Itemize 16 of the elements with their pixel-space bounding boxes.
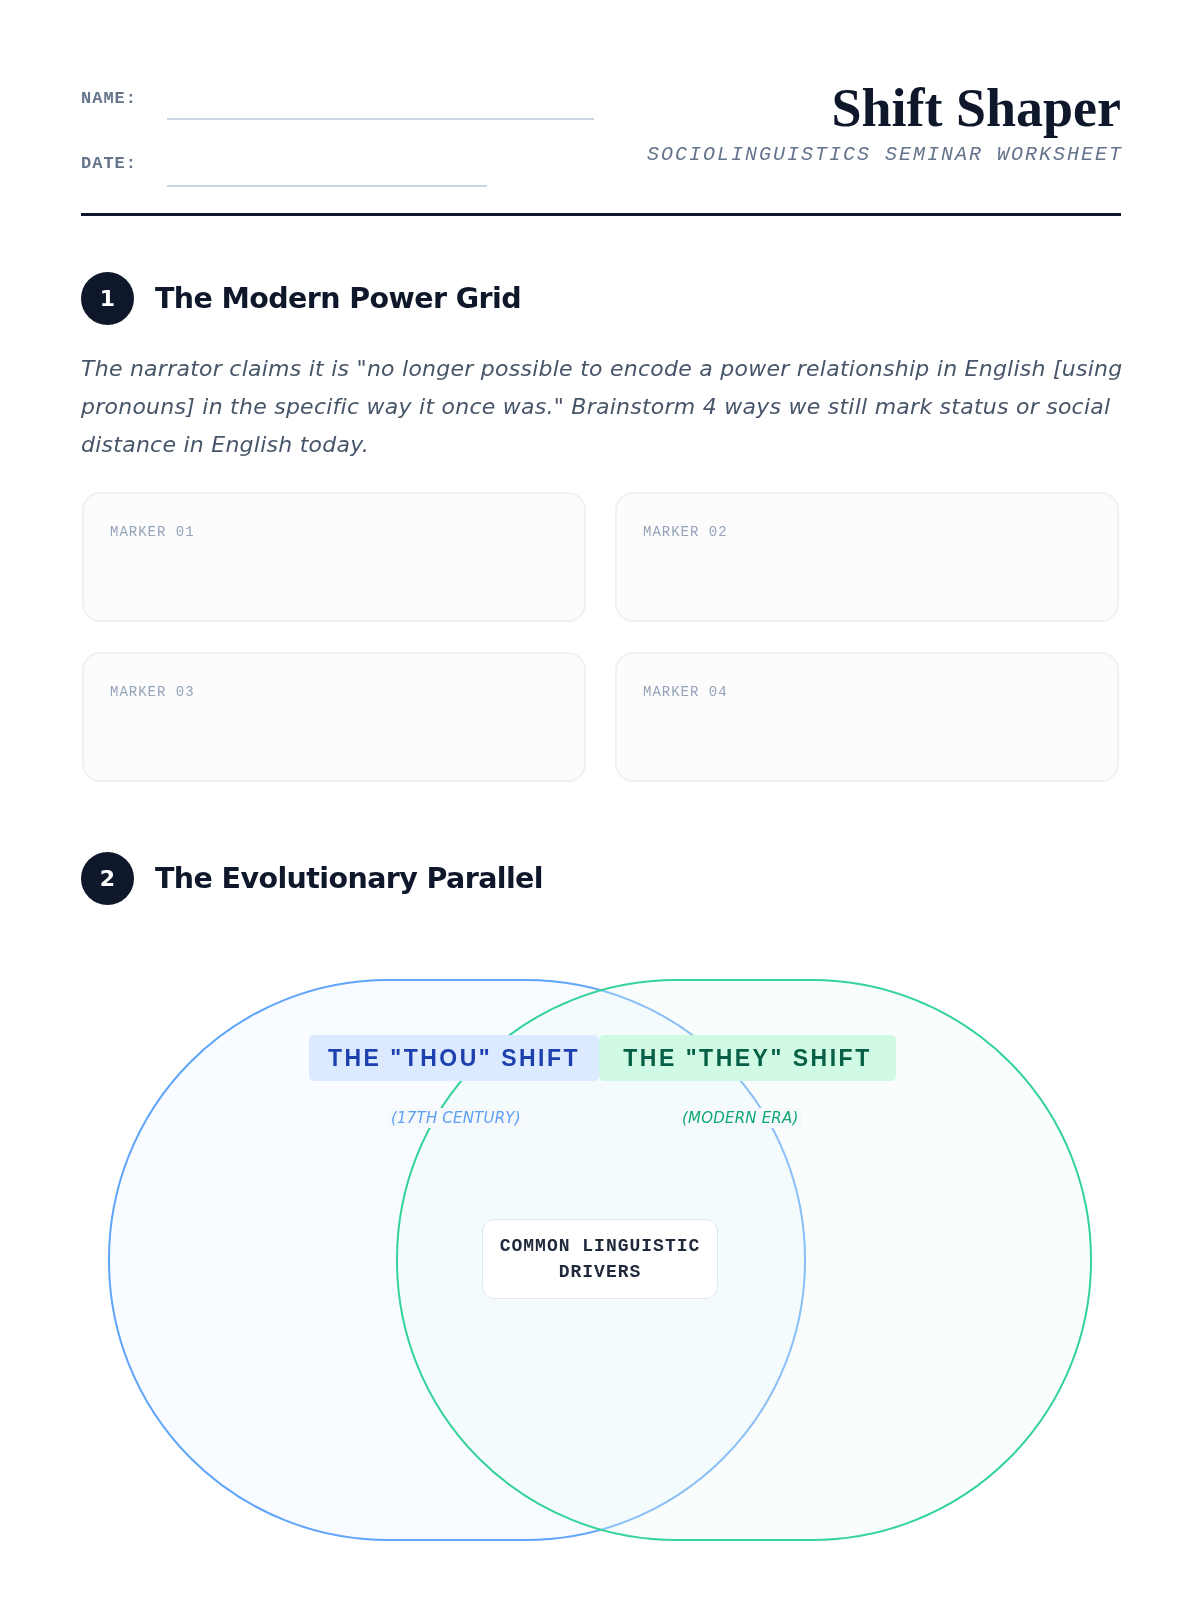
set-label: THE "THEY" SHIFT [599,1035,896,1081]
overlap-label: COMMON LINGUISTIC DRIVERS [482,1219,718,1299]
field-label: MARKER 04 [643,683,728,701]
section-heading: The Evolutionary Parallel [155,861,543,897]
number-badge: 2 [81,852,134,905]
section-heading: The Modern Power Grid [155,281,522,317]
worksheet-subtitle: SOCIOLINGUISTICS SEMINAR WORKSHEET [646,142,1123,168]
instructions-text: The narrator claims it is "no longer possible to encode a power relationship in English [using pronouns] in the specific way it once was." Brainstorm 4 ways we still mark status or social distance in English today. [81,355,1124,459]
set-label: THE "THOU" SHIFT [309,1035,599,1081]
field-label: MARKER 03 [110,683,195,701]
field-label: MARKER 01 [110,523,195,541]
field-label: MARKER 02 [643,523,728,541]
field-label: DATE: [81,153,137,175]
worksheet-title: Shift Shaper [831,78,1121,138]
number-badge: 1 [81,272,134,325]
field-label: NAME: [81,88,137,110]
